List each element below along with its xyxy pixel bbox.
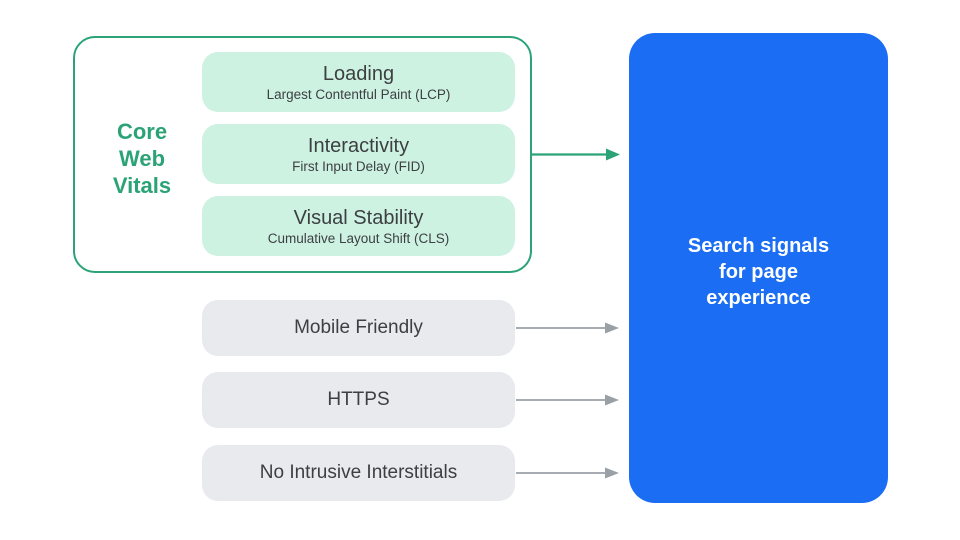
- core-web-vitals-label: Core Web Vitals: [112, 119, 172, 198]
- pill-subtitle: Cumulative Layout Shift (CLS): [267, 230, 450, 246]
- arrow-no-intrusive-interstitials-icon: [516, 467, 619, 479]
- signal-pill-label: Mobile Friendly: [294, 317, 423, 338]
- cwv-pill-visual-stability: Visual Stability Cumulative Layout Shift…: [202, 196, 515, 256]
- pill-title: Visual Stability: [293, 206, 424, 229]
- core-web-vitals-group: Core Web Vitals Loading Largest Contentf…: [73, 36, 532, 273]
- cwv-pill-interactivity: Interactivity First Input Delay (FID): [202, 124, 515, 184]
- arrow-mobile-friendly-icon: [516, 322, 619, 334]
- arrow-core-web-vitals-icon: [531, 148, 620, 161]
- arrow-https-icon: [516, 394, 619, 406]
- arrow-head-icon: [606, 148, 620, 161]
- pill-title: Interactivity: [307, 134, 410, 157]
- signal-pill-mobile-friendly: Mobile Friendly: [202, 300, 515, 356]
- pill-subtitle: First Input Delay (FID): [292, 158, 425, 174]
- arrow-head-icon: [605, 322, 619, 334]
- search-signals-box: Search signals for page experience: [629, 33, 888, 503]
- cwv-pill-loading: Loading Largest Contentful Paint (LCP): [202, 52, 515, 112]
- signal-pill-no-intrusive-interstitials: No Intrusive Interstitials: [202, 445, 515, 501]
- pill-title: Loading: [322, 62, 395, 85]
- arrow-head-icon: [605, 394, 619, 406]
- arrow-head-icon: [605, 467, 619, 479]
- signal-pill-label: HTTPS: [327, 389, 390, 410]
- pill-subtitle: Largest Contentful Paint (LCP): [266, 86, 451, 102]
- signal-pill-https: HTTPS: [202, 372, 515, 428]
- search-signals-label: Search signals for page experience: [687, 235, 830, 309]
- signal-pill-label: No Intrusive Interstitials: [259, 462, 458, 483]
